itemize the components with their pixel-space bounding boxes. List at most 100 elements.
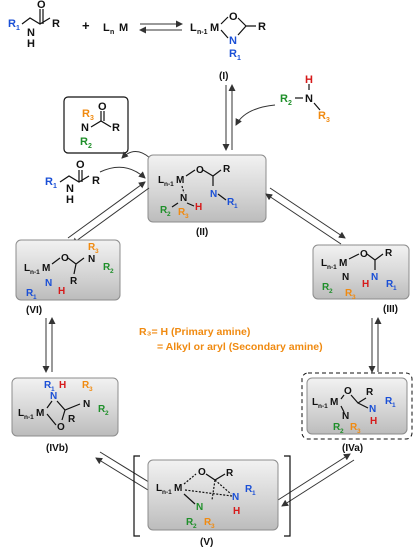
- III-n2: N: [342, 272, 349, 283]
- prod-r2: R: [80, 136, 88, 148]
- amine-r2: R: [280, 93, 288, 105]
- top-amide-r1: R: [8, 18, 16, 30]
- equilibrium-III-IVa: [368, 317, 382, 373]
- equilibrium-II-III: [265, 187, 346, 245]
- V-l: L: [156, 483, 162, 494]
- II-l: L: [158, 175, 164, 186]
- IVa-r3: R: [350, 422, 358, 433]
- I-r: R: [258, 21, 266, 33]
- IVa-r1-sub: 1: [392, 402, 396, 409]
- III-r3: R: [345, 288, 353, 299]
- II-n2: N: [180, 193, 187, 204]
- box-IVb: [11, 377, 119, 437]
- I-r1: R: [229, 48, 237, 60]
- III-h: H: [362, 279, 369, 290]
- top-amide: R 1 O N H R: [8, 0, 60, 50]
- V-r: R: [226, 468, 234, 479]
- IVa-h: H: [370, 416, 377, 427]
- label-VI: (VI): [26, 305, 42, 316]
- III-m: M: [339, 258, 347, 269]
- prod-r3: R: [82, 108, 90, 120]
- product-amide: R 3 N R 2 O R: [63, 96, 129, 154]
- in-h: H: [66, 194, 74, 206]
- IVa-m: M: [330, 397, 338, 408]
- bracket-right: [284, 455, 291, 537]
- dashed-frame-IVa: [301, 372, 413, 440]
- VI-o: O: [61, 253, 69, 264]
- II-r1: R: [227, 197, 235, 208]
- amine-r2-sub: 2: [288, 100, 292, 107]
- prod-r: R: [112, 122, 120, 134]
- IVa-r: R: [366, 387, 374, 398]
- complex-III: L n-1 M O R N H R 1 N R 2 R 3 (III): [312, 244, 410, 315]
- equilibrium-arrow-top: [139, 20, 183, 34]
- II-h: H: [195, 202, 202, 213]
- V-o: O: [198, 467, 206, 478]
- III-l: L: [321, 258, 327, 269]
- IVb-n2: N: [83, 399, 90, 410]
- IVb-r: R: [68, 414, 76, 425]
- complex-IVa: L n-1 M O R N R 1 H N R 2 R 3 (IVa): [301, 372, 413, 454]
- II-o: O: [196, 165, 204, 176]
- IVa-r2-sub: 2: [340, 428, 344, 435]
- II-n1: N: [210, 189, 217, 200]
- prod-o: O: [98, 101, 107, 113]
- in-o: O: [76, 159, 85, 171]
- IVb-sub: n-1: [24, 414, 34, 421]
- amine-h: H: [305, 74, 313, 86]
- equilibrium-I-II: [222, 84, 236, 151]
- curved-arrow-amide-in: [99, 166, 146, 179]
- complex-IVb: R 1 H N L n-1 M O R R 3 N R 2 (IVb): [11, 377, 119, 454]
- V-n1: N: [232, 492, 239, 503]
- VI-r3: R: [88, 242, 96, 253]
- top-amide-n: N: [27, 27, 35, 39]
- top-metal-m: M: [119, 22, 128, 34]
- VI-l: L: [24, 263, 30, 274]
- bracket-left: [133, 455, 140, 537]
- top-metal: L n M: [103, 22, 128, 36]
- VI-bonds: [51, 257, 85, 275]
- III-r2-sub: 2: [329, 288, 333, 295]
- I-r1-sub: 1: [237, 55, 241, 62]
- IVb-m: M: [36, 408, 44, 419]
- box-III: [312, 244, 410, 300]
- label-III: (III): [383, 304, 398, 315]
- amine-r3-sub: 3: [326, 117, 330, 124]
- IVa-l: L: [312, 397, 318, 408]
- IVb-r2-sub: 2: [105, 410, 109, 417]
- prod-r2-sub: 2: [88, 143, 92, 150]
- IVb-l: L: [18, 408, 24, 419]
- I-sub: n-1: [197, 29, 208, 36]
- III-r1: R: [386, 279, 394, 290]
- V-r3-sub: 3: [211, 523, 215, 530]
- II-r2-sub: 2: [167, 211, 171, 218]
- note-line1: R₃= H (Primary amine): [139, 326, 250, 338]
- prod-r3-sub: 3: [90, 115, 94, 122]
- top-amide-r: R: [52, 18, 60, 30]
- III-bonds: [348, 253, 384, 270]
- II-r3: R: [178, 207, 186, 218]
- IVa-n2: N: [342, 411, 349, 422]
- top-amide-h: H: [27, 38, 35, 50]
- note-line2: = Alkyl or aryl (Secondary amine): [157, 341, 323, 353]
- III-r3-sub: 3: [352, 294, 356, 301]
- VI-r3-sub: 3: [95, 248, 99, 255]
- box-IVa: [306, 377, 408, 435]
- V-r2-sub: 2: [193, 523, 197, 530]
- VI-n1: N: [88, 254, 95, 265]
- prod-n: N: [81, 122, 89, 134]
- box-VI: [15, 239, 121, 301]
- amine-n: N: [305, 93, 313, 105]
- label-II: (II): [196, 227, 208, 238]
- III-r: R: [385, 248, 393, 259]
- I-o: O: [229, 11, 238, 23]
- IVb-r3: R: [82, 380, 90, 391]
- VI-r1: R: [26, 288, 34, 299]
- top-amide-bonds: [21, 17, 51, 25]
- in-r: R: [92, 175, 100, 187]
- in-n: N: [66, 183, 74, 195]
- IVa-r1: R: [385, 396, 393, 407]
- V-sub: n-1: [162, 489, 172, 496]
